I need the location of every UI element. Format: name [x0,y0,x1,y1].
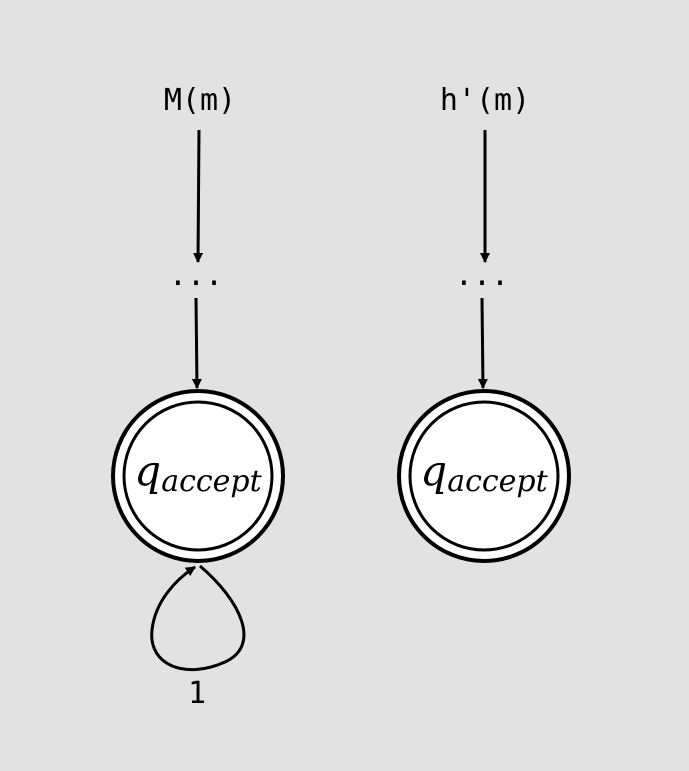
state-inner-circle [122,400,274,552]
state-label-right: qaccept [420,446,548,499]
ellipsis-right: ... [455,258,509,293]
ellipsis-left: ... [169,258,223,293]
state-label-left: qaccept [134,446,262,499]
machine-left: M(m) ... qaccept 1 [111,83,285,711]
arrow-ellipsis-to-state-left [191,297,202,389]
accept-state-left: qaccept [111,389,285,563]
self-loop-label: 1 [188,676,206,711]
input-label-left: M(m) [164,83,236,118]
accept-state-right: qaccept [397,389,571,563]
state-inner-circle [408,400,560,552]
input-label-right: h'(m) [440,83,530,118]
self-loop-arrow [150,564,246,672]
machine-right: h'(m) ... qaccept [397,83,571,563]
arrow-input-to-ellipsis-left [193,129,204,263]
arrow-ellipsis-to-state-right [477,297,488,389]
